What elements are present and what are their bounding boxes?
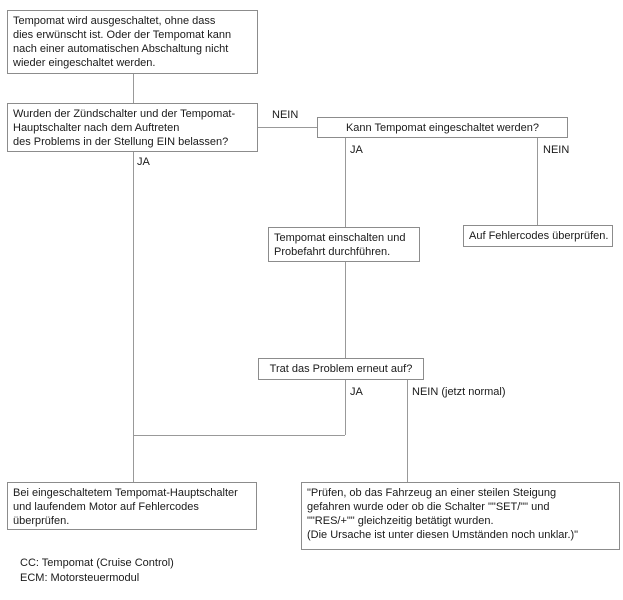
- node-text-line: gefahren wurde oder ob die Schalter ""SE…: [307, 501, 550, 513]
- connector-engage-nein-to-codes: [537, 138, 538, 225]
- node-text-line: Probefahrt durchführen.: [274, 246, 391, 258]
- edge-label-nein-recur: NEIN (jetzt normal): [412, 386, 506, 399]
- node-question-can-engage: Kann Tempomat eingeschaltet werden?: [317, 117, 568, 138]
- node-text-line: "Prüfen, ob das Fahrzeug an einer steile…: [307, 487, 557, 499]
- legend-cc: CC: Tempomat (Cruise Control): [20, 557, 174, 569]
- edge-label-ja-switches: JA: [137, 156, 150, 169]
- edge-label-ja-recur: JA: [350, 386, 363, 399]
- node-text-line: ""RES/+"" gleichzeitig betätigt wurden.: [307, 515, 494, 527]
- node-text-line: Kann Tempomat eingeschaltet werden?: [345, 122, 540, 134]
- node-text-line: überprüfen.: [13, 515, 70, 527]
- connector-switches-nein-to-engage: [258, 127, 317, 128]
- legend-ecm: ECM: Motorsteuermodul: [20, 572, 140, 584]
- node-action-check-slope: "Prüfen, ob das Fahrzeug an einer steile…: [301, 482, 620, 550]
- connector-switches-ja-down: [133, 152, 134, 482]
- node-text-line: Trat das Problem erneut auf?: [269, 363, 413, 375]
- connector-recur-ja-down: [345, 380, 346, 435]
- connector-problem-to-switches: [133, 74, 134, 103]
- node-text-line: Bei eingeschaltetem Tempomat-Hauptschalt…: [13, 487, 238, 499]
- node-text-line: Auf Fehlercodes überprüfen.: [469, 230, 609, 242]
- node-action-test-drive: Tempomat einschalten und Probefahrt durc…: [268, 227, 420, 262]
- node-action-codes-engine-running: Bei eingeschaltetem Tempomat-Hauptschalt…: [7, 482, 257, 530]
- node-question-problem-recur: Trat das Problem erneut auf?: [258, 358, 424, 380]
- edge-label-nein-engage: NEIN: [543, 144, 570, 157]
- connector-engage-ja-to-testdrive: [345, 138, 346, 227]
- node-problem-description: Tempomat wird ausgeschaltet, ohne dass d…: [7, 10, 258, 74]
- node-text-line: nach einer automatischen Abschaltung nic…: [13, 43, 229, 55]
- node-question-switches-on: Wurden der Zündschalter und der Tempomat…: [7, 103, 258, 152]
- node-text-line: Tempomat wird ausgeschaltet, ohne dass: [13, 15, 216, 27]
- node-text-line: dies erwünscht ist. Oder der Tempomat ka…: [13, 29, 232, 41]
- connector-recur-nein-to-slope: [407, 380, 408, 482]
- connector-testdrive-to-recur: [345, 262, 346, 358]
- node-text-line: wieder eingeschaltet werden.: [13, 57, 156, 69]
- node-text-line: des Problems in der Stellung EIN belasse…: [13, 136, 229, 148]
- edge-label-ja-engage: JA: [350, 144, 363, 157]
- node-text-line: Wurden der Zündschalter und der Tempomat…: [13, 108, 236, 120]
- connector-recur-ja-join: [133, 435, 345, 436]
- edge-label-nein-switches: NEIN: [272, 109, 299, 122]
- node-text-line: Hauptschalter nach dem Auftreten: [13, 122, 180, 134]
- node-text-line: und laufendem Motor auf Fehlercodes: [13, 501, 199, 513]
- node-action-check-codes: Auf Fehlercodes überprüfen.: [463, 225, 613, 247]
- node-text-line: Tempomat einschalten und: [274, 232, 406, 244]
- node-text-line: (Die Ursache ist unter diesen Umständen …: [307, 529, 579, 541]
